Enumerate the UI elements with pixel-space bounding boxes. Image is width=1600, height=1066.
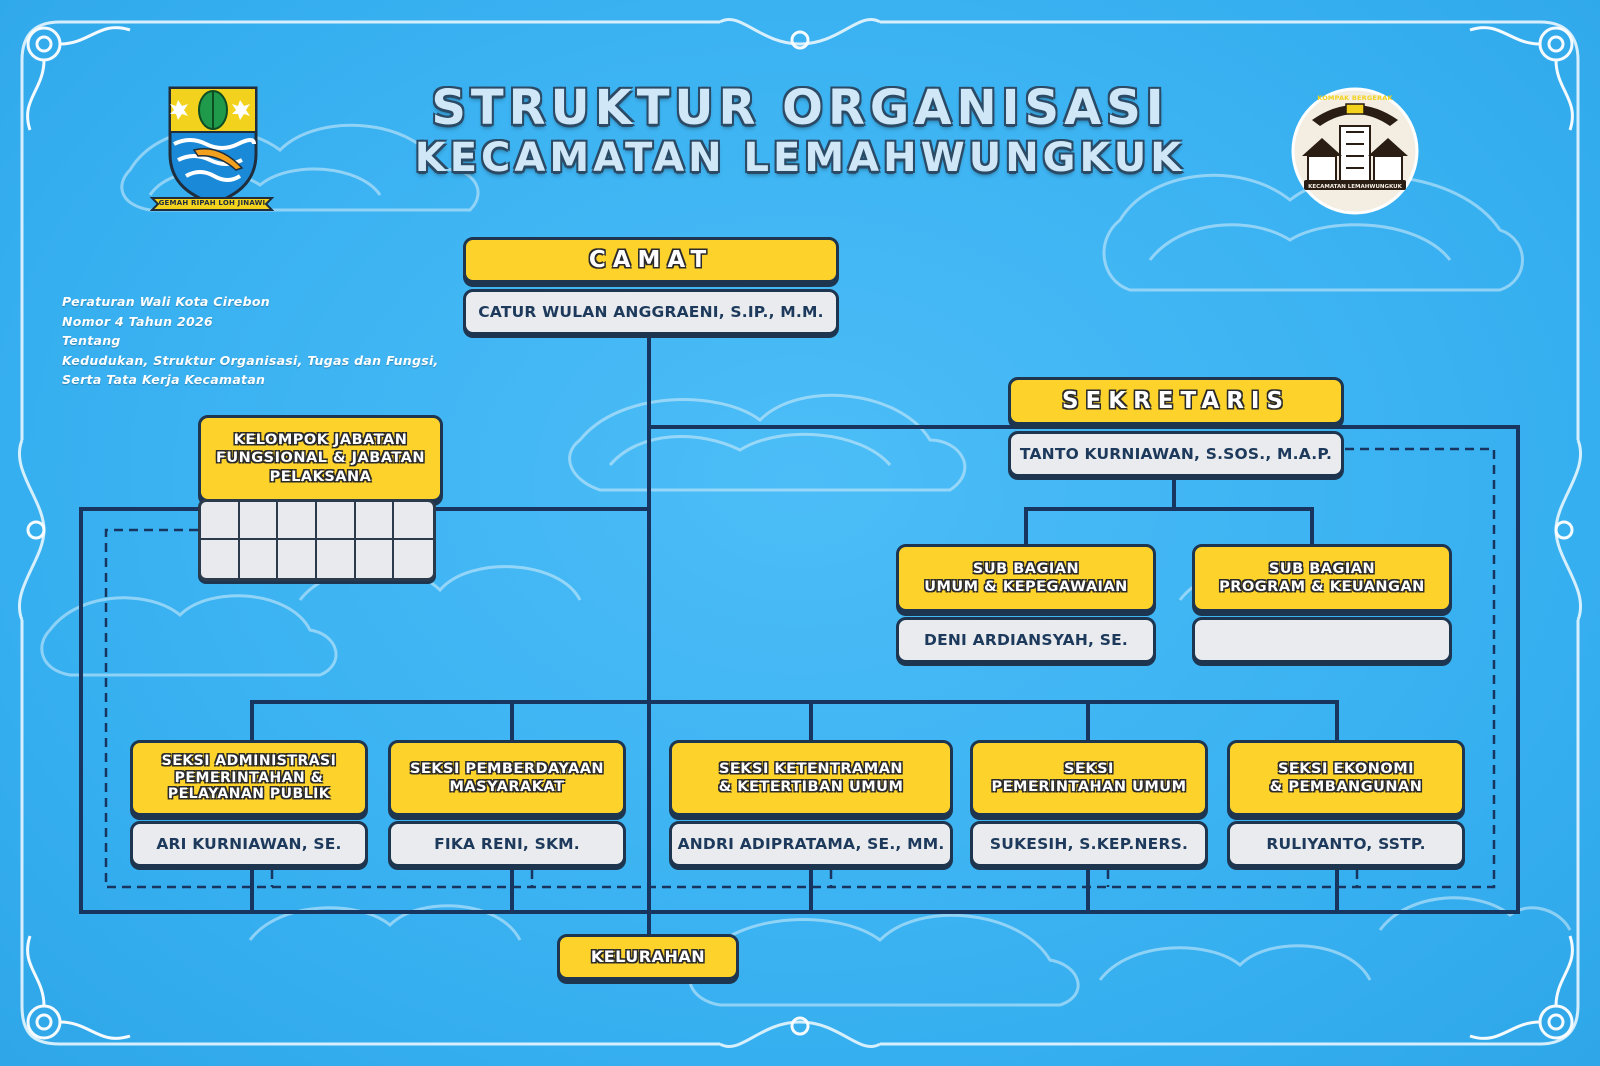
regulation-line: Peraturan Wali Kota Cirebon (62, 294, 270, 309)
ornamental-frame (18, 18, 1582, 1048)
kelurahan-title: KELURAHAN (590, 947, 706, 966)
fungsional-empty-grid (198, 499, 436, 581)
seksi-title-line: & PEMBANGUNAN (1269, 779, 1423, 795)
regulation-line: Kedudukan, Struktur Organisasi, Tugas da… (62, 352, 439, 368)
seksi-title-line: PEMERINTAHAN UMUM (991, 779, 1187, 795)
seksi-ekbang-title-box: SEKSI EKONOMI & PEMBANGUNAN (1227, 740, 1465, 816)
seksi-title-line: PELAYANAN PUBLIK (167, 786, 331, 803)
emblem-motto: GEMAH RIPAH LOH JINAWI (158, 199, 266, 207)
seksi-pemberdayaan-title-box: SEKSI PEMBERDAYAAN MASYARAKAT (388, 740, 626, 816)
seksi-trantib-title-box: SEKSI KETENTRAMAN & KETERTIBAN UMUM (669, 740, 953, 816)
seksi-title-line: SEKSI ADMINISTRASI (161, 752, 337, 769)
regulation-line: Serta Tata Kerja Kecamatan (62, 372, 266, 387)
grid-cell (239, 502, 279, 540)
fungsional-title-line: FUNGSIONAL & JABATAN (215, 450, 426, 467)
subbag-title-line: SUB BAGIAN (972, 560, 1080, 577)
subbag-title-line: UMUM & KEPEGAWAIAN (924, 579, 1128, 595)
grid-cell (240, 540, 279, 578)
regulation-note: Peraturan Wali Kota Cirebon Nomor 4 Tahu… (62, 292, 439, 390)
corner-flourishes (26, 26, 1574, 1040)
camat-name: CATUR WULAN ANGGRAENI, S.IP., M.M. (478, 303, 824, 321)
seksi-adminpem-name-box: ARI KURNIAWAN, SE. (130, 821, 368, 867)
subbag-program-name-box (1192, 617, 1452, 663)
seksi-title-line: SEKSI (1064, 760, 1114, 777)
subbag-umum-title-box: SUB BAGIAN UMUM & KEPEGAWAIAN (896, 544, 1156, 612)
seksi-trantib-name-box: ANDRI ADIPRATAMA, SE., MM. (669, 821, 953, 867)
grid-cell (394, 502, 433, 540)
subbag-umum-name-box: DENI ARDIANSYAH, SE. (896, 617, 1156, 663)
grid-cell (201, 540, 240, 578)
camat-title-box: CAMAT (463, 237, 839, 283)
grid-cell (355, 502, 395, 540)
seksi-pemum-name: SUKESIH, S.KEP.NERS. (989, 835, 1189, 853)
seksi-pemum-title-box: SEKSI PEMERINTAHAN UMUM (970, 740, 1208, 816)
badge-top-text: KOMPAK BERGERAK (1317, 94, 1393, 102)
seksi-title-line: MASYARAKAT (449, 779, 565, 795)
sekretaris-title: SEKRETARIS (1061, 387, 1291, 414)
seksi-adminpem-title-box: SEKSI ADMINISTRASI PEMERINTAHAN & PELAYA… (130, 740, 368, 816)
grid-cell (394, 540, 433, 578)
kelurahan-box: KELURAHAN (557, 934, 739, 980)
seksi-adminpem-name: ARI KURNIAWAN, SE. (156, 835, 342, 853)
seksi-title-line: SEKSI EKONOMI (1277, 760, 1415, 777)
seksi-title-line: SEKSI KETENTRAMAN (718, 760, 904, 777)
camat-name-box: CATUR WULAN ANGGRAENI, S.IP., M.M. (463, 289, 839, 335)
grid-cell (201, 502, 240, 540)
page-subtitle: KECAMATAN LEMAHWUNGKUK (414, 135, 1186, 181)
seksi-trantib-name: ANDRI ADIPRATAMA, SE., MM. (677, 835, 945, 853)
seksi-ekbang-name-box: RULIYANTO, SSTP. (1227, 821, 1465, 867)
grid-cell (356, 540, 395, 578)
seksi-pemberdayaan-name-box: FIKA RENI, SKM. (388, 821, 626, 867)
fungsional-title-line: KELOMPOK JABATAN (233, 432, 408, 449)
grid-cell (317, 540, 356, 578)
seksi-pemum-name-box: SUKESIH, S.KEP.NERS. (970, 821, 1208, 867)
subbag-program-title-box: SUB BAGIAN PROGRAM & KEUANGAN (1192, 544, 1452, 612)
grid-cell (317, 502, 356, 540)
cirebon-emblem-icon (150, 86, 274, 211)
seksi-title-line: SEKSI PEMBERDAYAAN (409, 760, 605, 777)
camat-title: CAMAT (588, 246, 714, 273)
subbag-title-line: PROGRAM & KEUANGAN (1219, 579, 1425, 595)
fungsional-title-line: PELAKSANA (269, 468, 372, 485)
regulation-line: Tentang (62, 333, 121, 348)
kecamatan-badge-icon (1291, 87, 1419, 215)
regulation-line: Nomor 4 Tahun 2026 (62, 313, 213, 329)
fungsional-title-box: KELOMPOK JABATAN FUNGSIONAL & JABATAN PE… (198, 415, 443, 502)
sekretaris-title-box: SEKRETARIS (1008, 377, 1344, 425)
sekretaris-name: TANTO KURNIAWAN, S.SOS., M.A.P. (1019, 445, 1333, 463)
grid-cell (278, 502, 317, 540)
seksi-title-line: & KETERTIBAN UMUM (718, 779, 904, 795)
subbag-title-line: SUB BAGIAN (1268, 560, 1376, 577)
sekretaris-name-box: TANTO KURNIAWAN, S.SOS., M.A.P. (1008, 431, 1344, 477)
seksi-pemberdayaan-name: FIKA RENI, SKM. (434, 835, 580, 853)
seksi-title-line: PEMERINTAHAN & (174, 769, 324, 786)
subbag-umum-name: DENI ARDIANSYAH, SE. (924, 631, 1128, 649)
page-title: STRUKTUR ORGANISASI (431, 80, 1169, 136)
seksi-ekbang-name: RULIYANTO, SSTP. (1266, 835, 1426, 853)
badge-bottom-text: KECAMATAN LEMAHWUNGKUK (1308, 184, 1402, 190)
grid-cell (278, 540, 317, 578)
